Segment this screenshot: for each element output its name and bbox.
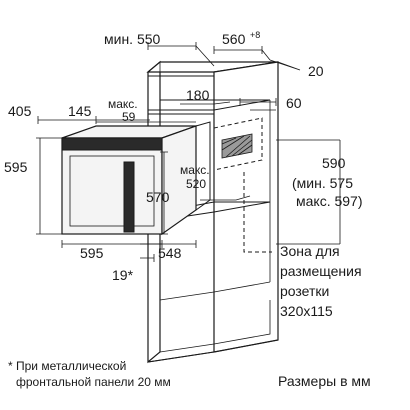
dim-maks-59: 59 [122,110,136,124]
units-note: Размеры в мм [278,373,371,389]
socket-zone-note: Зона для размещения розетки 320x115 [280,243,362,319]
cabinet-upper-shelf-front [147,110,215,115]
oven-control-panel [61,137,163,151]
socket-zone-box [213,117,263,171]
dim-560-tolerance: +8 [250,30,260,40]
cabinet-bottom-inner [159,300,271,353]
dim-590-max: макс. 597) [296,193,363,209]
dim-maks-label-top: макс. [108,97,138,111]
dim-19: 19* [112,267,134,283]
dim-min-550: мин. 550 [104,31,161,47]
oven-door-glass [69,155,155,227]
dim-595-height: 595 [4,159,28,175]
dim-maks-label-520: макс. [180,163,210,177]
dim-590-min: (мин. 575 [292,175,353,191]
dim-560: 560 [222,31,246,47]
cabinet-upper-shelf [148,99,271,111]
oven-front [61,137,163,235]
socket-hatch [221,133,253,159]
socket-zone-line1: Зона для [280,243,340,259]
dimension-labels: мин. 550 560 +8 20 405 145 макс. 59 180 … [4,30,363,283]
dim-590: 590 [322,155,346,171]
dim-595-width: 595 [80,245,104,261]
footnote-line2: фронтальной панели 20 мм [16,375,171,389]
footnote-line1: * При металлической [8,359,126,373]
socket-zone-line3: розетки [280,283,329,299]
dim-60: 60 [286,95,302,111]
dim-548: 548 [158,245,182,261]
dim-180: 180 [186,87,210,103]
dim-20: 20 [308,63,324,79]
dim-145: 145 [68,103,92,119]
socket-zone-line4: 320x115 [280,303,333,319]
dim-570: 570 [146,189,170,205]
cabinet-bottom [147,339,279,363]
cabinet [146,60,279,364]
oven-back-plate [195,121,211,211]
socket-zone-line2: размещения [280,263,362,279]
dim-405: 405 [8,103,32,119]
cabinet-lower-shelf [159,281,271,301]
oven [61,121,211,236]
footnotes: * При металлической фронтальной панели 2… [8,359,371,389]
oven-handle [123,161,135,233]
dim-maks-520: 520 [186,177,206,191]
cabinet-right-side [213,61,279,353]
dimension-lines [36,42,341,262]
